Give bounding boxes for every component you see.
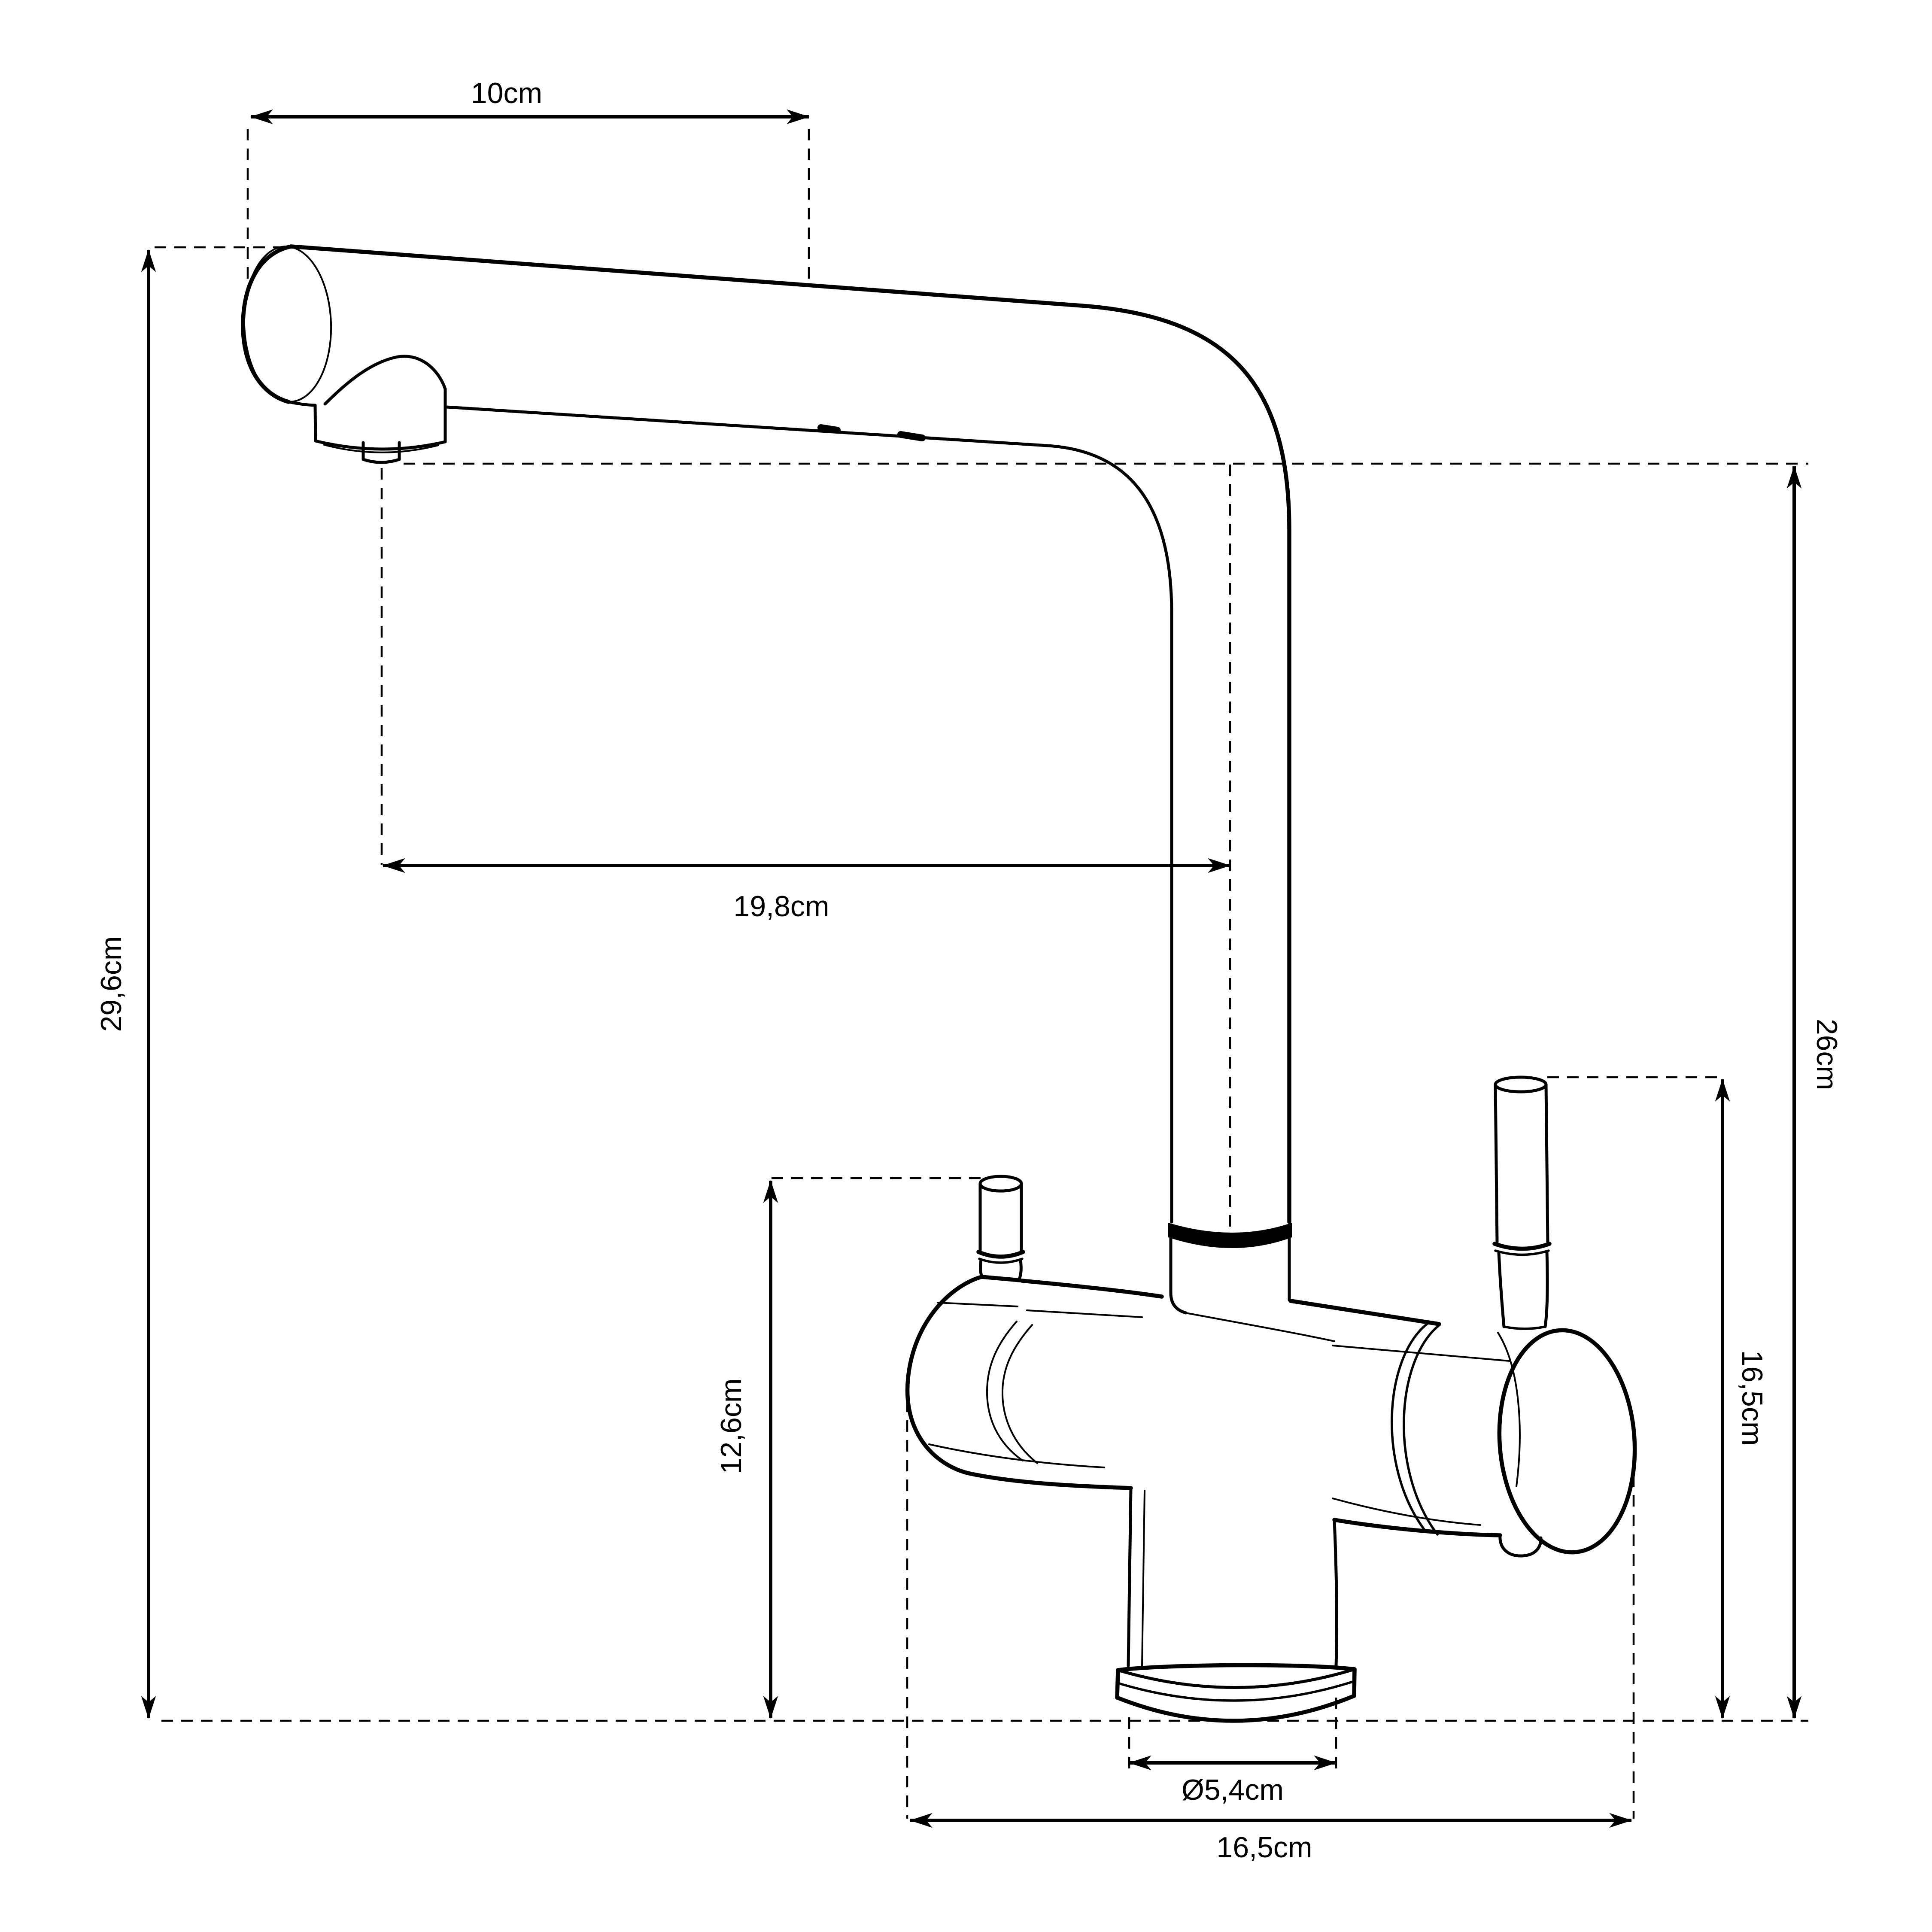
body-left-cap-outline (905, 1275, 1133, 1490)
flange-bottom-arc (1115, 1694, 1356, 1723)
body-left-cap-seam-1 (986, 1321, 1024, 1461)
spout-top-edge (289, 244, 1291, 1224)
dimension-handle-height: 16,5cm (1715, 1078, 1768, 1719)
flange-sides (1115, 1667, 1357, 1700)
outlet-housing-inner-rim (323, 444, 439, 453)
swivel-oring-band (1168, 1223, 1292, 1248)
dimension-label-spout-clearance: 26cm (1810, 1019, 1843, 1090)
body-top-edge-right (1288, 1299, 1441, 1326)
body-top-edge-mid (1020, 1279, 1164, 1299)
body-left-cap-seam-2 (1001, 1324, 1038, 1464)
dimension-spout-length: 10cm (250, 77, 810, 125)
column-base-saddle (1185, 1312, 1335, 1342)
spout-bottom-edge (445, 405, 1173, 1224)
body-top-edge-left (979, 1275, 1022, 1282)
body-bottom-seam (928, 1443, 1481, 1526)
right-handle-sides (1494, 1083, 1549, 1244)
right-handle-top (1494, 1075, 1548, 1094)
column-left-edge (1169, 1236, 1188, 1315)
right-handle-collar-seam (1494, 1249, 1550, 1256)
flange-top-outline (1116, 1663, 1357, 1672)
dimension-label-body-height: 12,6cm (715, 1379, 747, 1474)
aerator-nozzle (361, 441, 401, 464)
reference-guides (155, 129, 1808, 1819)
body-top-seam (937, 1302, 1510, 1362)
flange-bevel-arc (1116, 1680, 1355, 1702)
right-handle-collar (1492, 1242, 1552, 1251)
faucet-illustration (241, 244, 1637, 1723)
dimension-overall-depth: 16,5cm (909, 1813, 1632, 1864)
spout-underside-mark-1 (817, 424, 841, 434)
body-right-cap (1497, 1328, 1637, 1555)
flange-top-front-arc (1116, 1668, 1356, 1689)
right-handle-base (1497, 1250, 1549, 1328)
dimension-label-base-diameter: Ø5,4cm (1182, 1774, 1284, 1806)
base-stem-highlight (1141, 1490, 1145, 1667)
dimension-label-spout-length: 10cm (471, 77, 542, 109)
body-bottom-edge-right (1332, 1518, 1502, 1537)
dimensions: 10cm 29,6cm 19,8cm 26cm 12,6cm 16,5cm Ø5… (95, 77, 1843, 1864)
check-valve-bump (1498, 1534, 1543, 1558)
outlet-housing (313, 355, 447, 451)
left-handle-top (978, 1175, 1023, 1193)
dimension-label-handle-height: 16,5cm (1736, 1350, 1768, 1446)
dimension-body-height: 12,6cm (715, 1180, 778, 1719)
ring-nut-arc-1 (1391, 1322, 1429, 1532)
dimension-label-overall-depth: 16,5cm (1217, 1831, 1312, 1864)
dimension-spout-reach: 19,8cm (382, 858, 1231, 923)
right-handle-base-junction (1503, 1325, 1546, 1330)
dimension-label-total-height: 29,6cm (95, 936, 128, 1032)
base-stem-edges (1127, 1486, 1338, 1668)
dimension-spout-clearance: 26cm (1786, 465, 1843, 1719)
left-handle-base (979, 1258, 1023, 1280)
dimension-label-spout-reach: 19,8cm (734, 890, 829, 923)
spout-underside-mark-2 (897, 431, 926, 441)
dimension-base-diameter: Ø5,4cm (1128, 1755, 1337, 1806)
left-handle-sides (978, 1182, 1023, 1252)
ring-nut-arc-2 (1403, 1323, 1441, 1536)
left-handle-collar-seam (978, 1258, 1024, 1264)
spout-cap-underside (287, 400, 317, 407)
body-right-cap-seam (1497, 1332, 1521, 1487)
dimension-total-height: 29,6cm (95, 249, 156, 1719)
spout-cap-outline (241, 244, 293, 404)
left-handle-collar (976, 1250, 1025, 1259)
